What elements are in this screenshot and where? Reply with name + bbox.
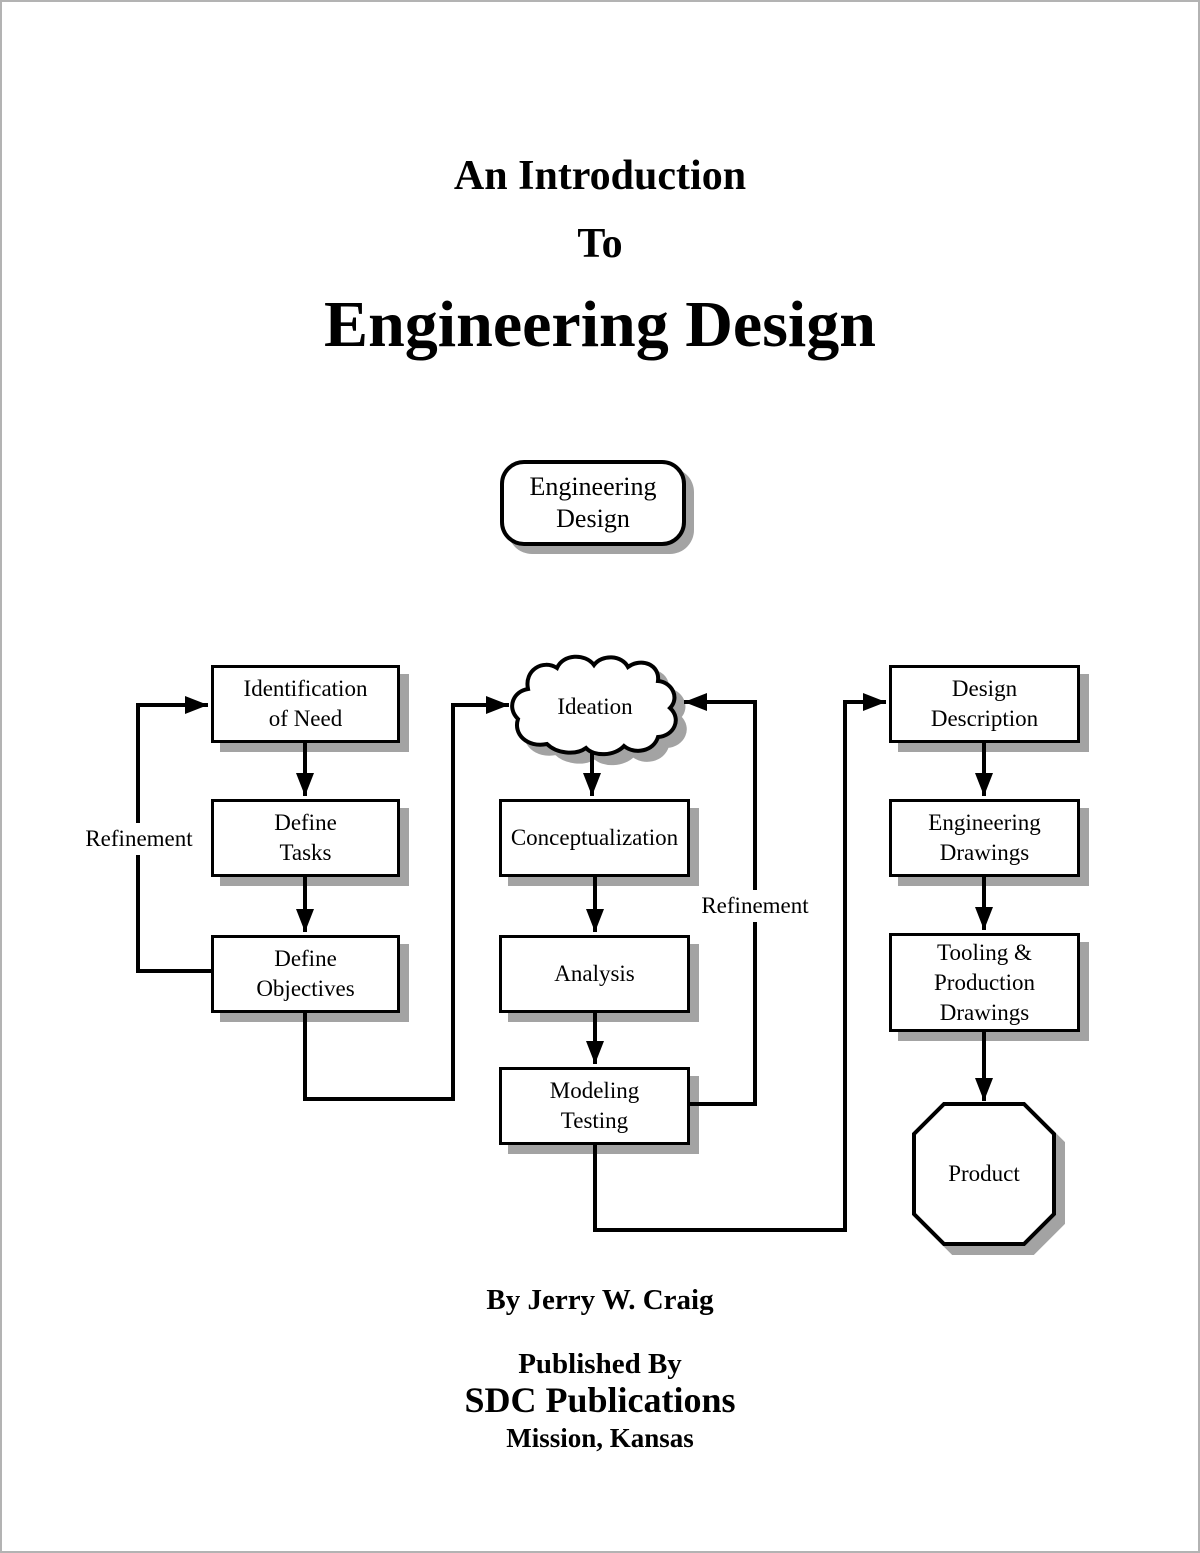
publisher-location: Mission, Kansas	[506, 1423, 694, 1453]
node-define-tasks: Define Tasks	[211, 799, 400, 877]
publisher-name: SDC Publications	[464, 1380, 736, 1420]
node-tooling-production-drawings: Tooling & Production Drawings	[889, 933, 1080, 1032]
title-line-1: An Introduction	[453, 153, 747, 199]
title-line-3: Engineering Design	[324, 288, 876, 361]
node-identification-of-need: Identification of Need	[211, 665, 400, 743]
ideation-cloud-label: Ideation	[557, 694, 633, 719]
node-conceptualization: Conceptualization	[499, 799, 690, 877]
node-engineering-design: Engineering Design	[500, 460, 686, 546]
node-modeling-testing: Modeling Testing	[499, 1067, 690, 1145]
title-line-2: To	[577, 221, 623, 267]
node-define-objectives: Define Objectives	[211, 935, 400, 1013]
refinement-label-left: Refinement	[78, 823, 200, 855]
ideation-cloud-shape	[510, 654, 678, 757]
node-design-description: Design Description	[889, 665, 1080, 743]
product-octagon-shape	[912, 1102, 1056, 1246]
node-engineering-drawings: Engineering Drawings	[889, 799, 1080, 877]
connector-modeling-to-design-description	[593, 693, 886, 1232]
published-by-line: Published By	[518, 1348, 682, 1380]
connector-define-objectives-to-ideation	[303, 696, 509, 1101]
node-analysis: Analysis	[499, 935, 690, 1013]
product-octagon-label: Product	[948, 1161, 1020, 1186]
author-line: By Jerry W. Craig	[486, 1284, 714, 1316]
refinement-label-right: Refinement	[694, 890, 816, 922]
